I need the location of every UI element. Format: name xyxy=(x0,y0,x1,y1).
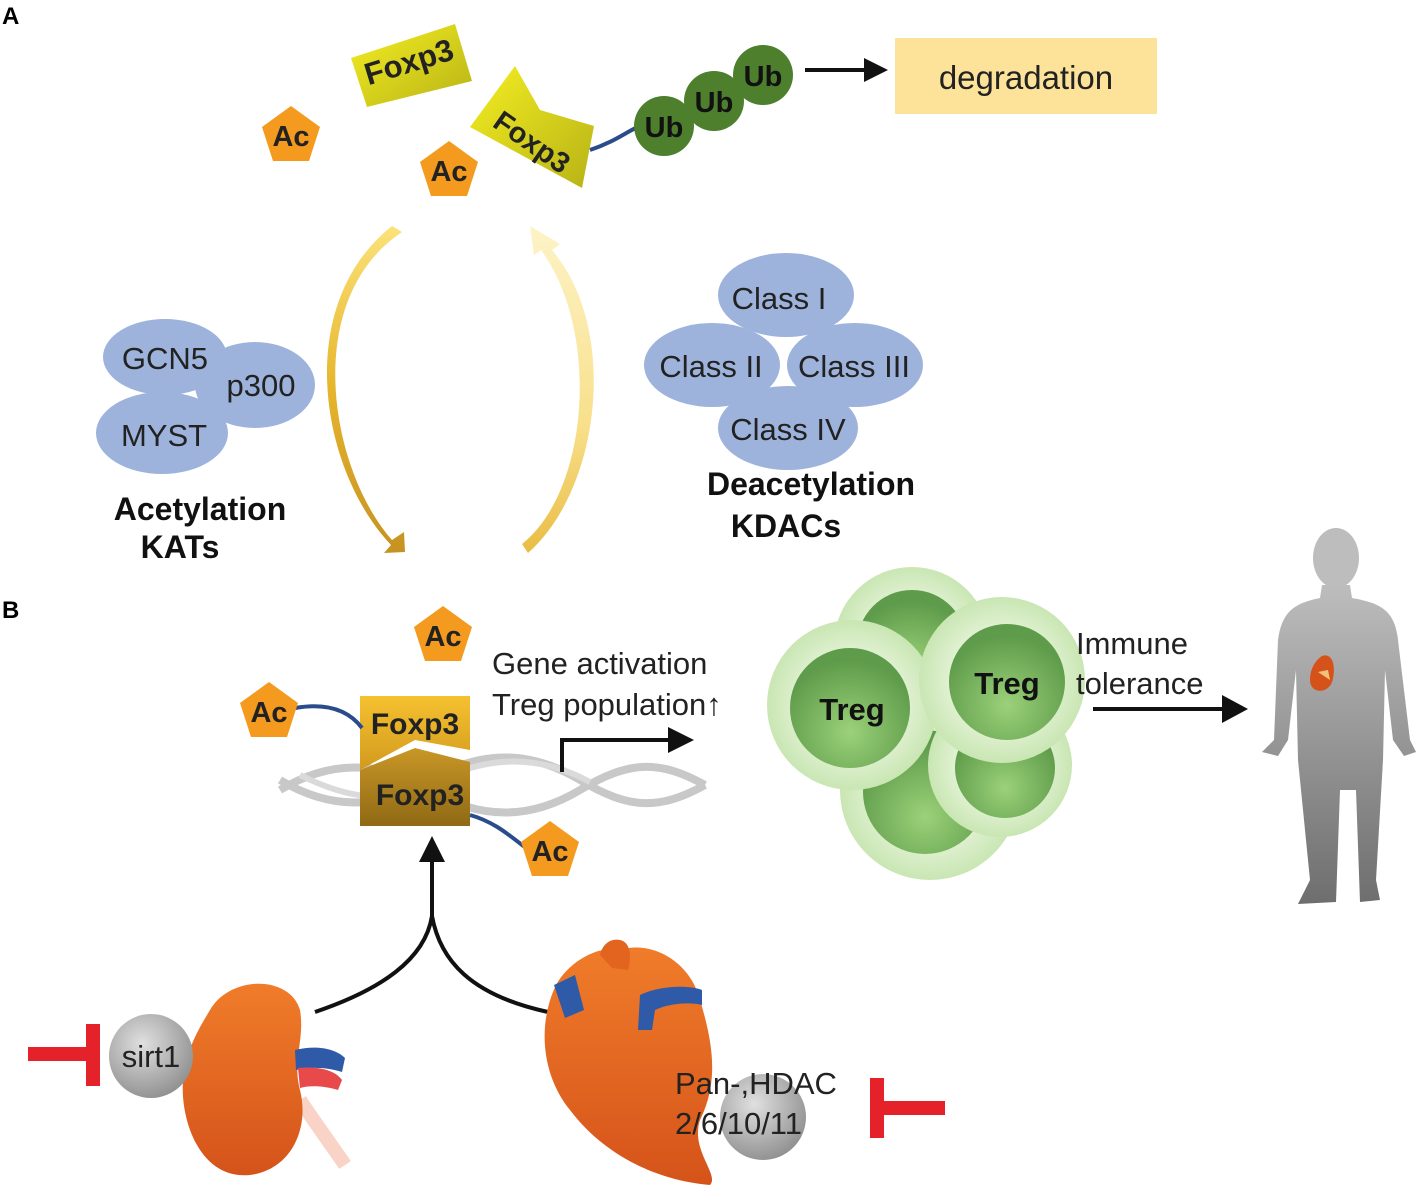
degradation-box xyxy=(895,38,1157,114)
pulmonary-artery xyxy=(638,986,702,1030)
treg-label: Treg xyxy=(819,692,884,727)
kidney-organ xyxy=(182,983,351,1176)
ac-marker-b3: Ac xyxy=(521,821,579,876)
treg-population-label: Treg population↑ xyxy=(492,687,722,722)
ac-label: Ac xyxy=(531,836,568,868)
ac-marker-a2: Ac xyxy=(420,141,478,196)
foxp3-free-shape: Foxp3 xyxy=(351,24,472,107)
class-iii-enzyme xyxy=(787,323,923,407)
acetylation-caption: Acetylation xyxy=(114,491,286,527)
renal-artery xyxy=(298,1067,342,1090)
kdac-enzyme-cluster: Class I Class II Class III Class IV xyxy=(644,253,923,470)
class-iii-label: Class III xyxy=(798,349,910,384)
acetylation-cycle-arrow xyxy=(326,226,405,553)
myst-enzyme xyxy=(96,392,228,474)
ac-linker-right xyxy=(469,813,528,850)
sirt1-inhibitor-symbol xyxy=(28,1024,100,1086)
ub-circle-2 xyxy=(684,71,744,131)
aorta xyxy=(600,939,630,970)
ub-label: Ub xyxy=(695,87,734,119)
sirt1-enzyme xyxy=(109,1014,193,1098)
kdacs-caption: KDACs xyxy=(731,508,841,544)
foxp3-upper-shape xyxy=(360,696,470,770)
tolerance-label: tolerance xyxy=(1076,666,1204,701)
treg-cell-cluster: Treg Treg xyxy=(767,567,1085,880)
ac-label: Ac xyxy=(272,121,309,153)
immune-label: Immune xyxy=(1076,626,1188,661)
ac-linker-left xyxy=(294,704,364,730)
converging-arrows xyxy=(314,836,549,1014)
treg-label: Treg xyxy=(974,666,1039,701)
p300-label: p300 xyxy=(227,368,296,403)
ac-label: Ac xyxy=(250,697,287,729)
ub-label: Ub xyxy=(645,112,684,144)
human-head xyxy=(1313,528,1359,588)
degradation-label: degradation xyxy=(939,59,1113,96)
renal-vein xyxy=(295,1047,345,1072)
ac-marker-b1: Ac xyxy=(414,606,472,661)
gcn5-label: GCN5 xyxy=(122,341,208,376)
ub-label: Ub xyxy=(744,61,783,93)
tolerance-arrow xyxy=(1093,695,1248,723)
foxp3-upper-label: Foxp3 xyxy=(371,708,459,741)
hdac-enzyme xyxy=(720,1074,806,1160)
class-iv-label: Class IV xyxy=(730,412,846,447)
heart-organ xyxy=(544,939,713,1185)
hdac-inhibitor-symbol xyxy=(870,1078,945,1138)
kat-enzyme-cluster: GCN5 p300 MYST xyxy=(96,319,315,474)
panel-label-b: B xyxy=(2,597,19,624)
hdac-label-line1: Pan-,HDAC xyxy=(675,1066,837,1101)
heart-body xyxy=(544,947,713,1185)
dna-helix xyxy=(277,753,707,817)
kidney-body xyxy=(182,983,303,1176)
deacetylation-caption: Deacetylation xyxy=(707,466,915,502)
class-ii-label: Class II xyxy=(659,349,762,384)
gcn5-enzyme xyxy=(103,319,227,395)
degradation-arrow xyxy=(805,58,888,82)
foxp3-ubiquitinated-shape: Foxp3 xyxy=(470,66,594,188)
panel-label-a: A xyxy=(2,3,19,30)
ac-marker-a1: Ac xyxy=(262,106,320,161)
ubiquitin-chain: Ub Ub Ub xyxy=(634,45,793,156)
ub-circle-1 xyxy=(634,96,694,156)
transcription-start-arrow xyxy=(560,727,694,772)
ub-circle-3 xyxy=(733,45,793,105)
class-ii-enzyme xyxy=(644,323,780,407)
vena-cava-upper xyxy=(554,975,584,1018)
p300-enzyme xyxy=(195,342,315,428)
sirt1-label: sirt1 xyxy=(122,1039,181,1074)
hdac-label-line2: 2/6/10/11 xyxy=(675,1106,802,1141)
ac-marker-b2: Ac xyxy=(240,682,298,737)
class-iv-enzyme xyxy=(718,386,858,470)
human-figure xyxy=(1262,528,1416,904)
ac-label: Ac xyxy=(430,156,467,188)
human-body xyxy=(1262,585,1416,904)
foxp3-dimer: Foxp3 Foxp3 xyxy=(360,696,470,826)
gene-activation-label: Gene activation xyxy=(492,646,707,681)
class-i-label: Class I xyxy=(732,281,827,316)
myst-label: MYST xyxy=(121,418,207,453)
foxp3-lower-label: Foxp3 xyxy=(376,779,464,812)
class-i-enzyme xyxy=(718,253,854,337)
foxp3-lower-shape xyxy=(360,748,470,826)
ac-label: Ac xyxy=(424,621,461,653)
kats-caption: KATs xyxy=(141,529,220,565)
deacetylation-cycle-arrow xyxy=(522,226,594,553)
